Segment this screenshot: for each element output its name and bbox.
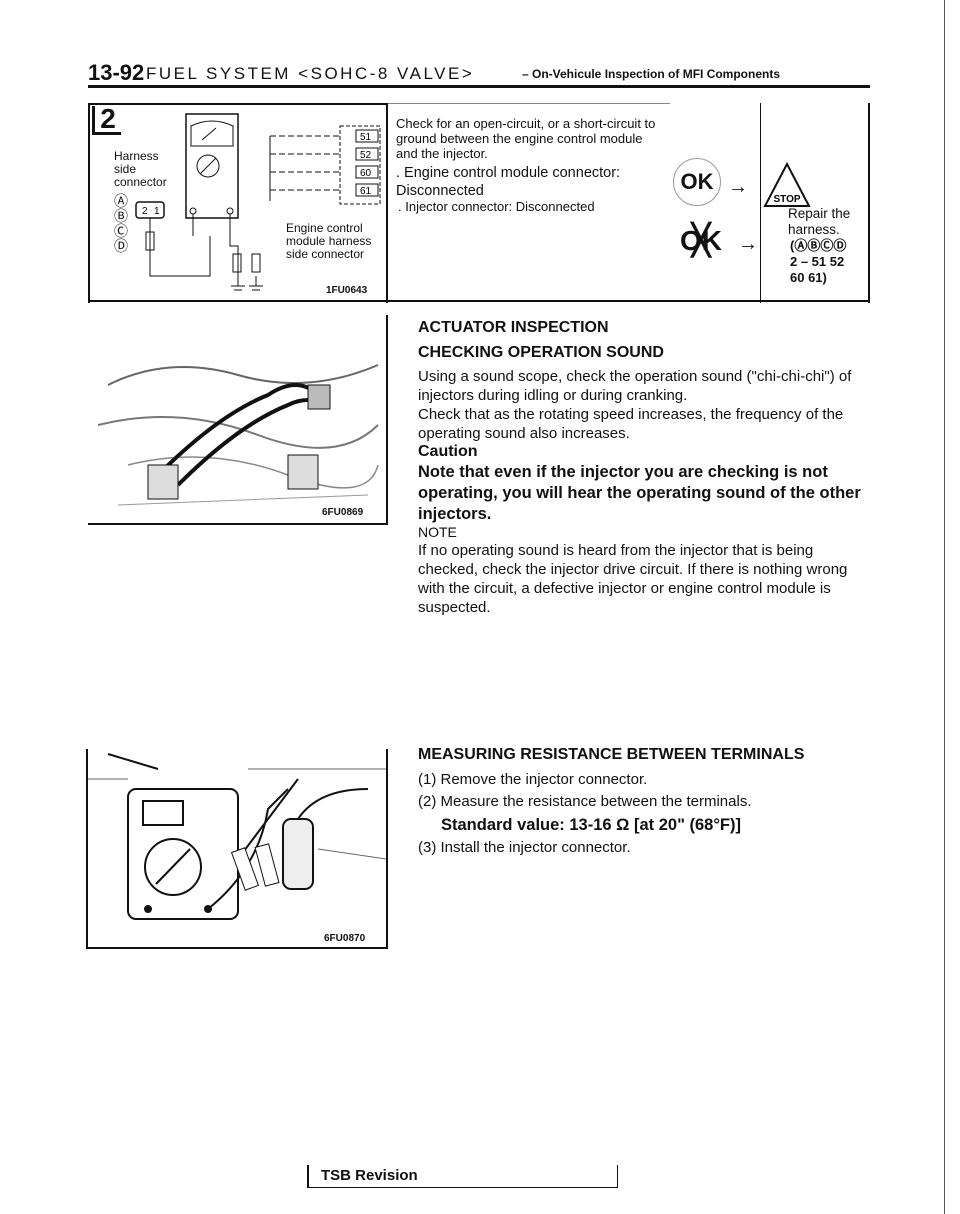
injector-photo: 6FU0869 <box>88 315 388 525</box>
actuator-para2: Check that as the rotating speed increas… <box>418 406 844 442</box>
step-number: 2 <box>92 105 121 135</box>
section-subtitle: – On-Vehicule Inspection of MFI Componen… <box>522 67 781 81</box>
terminal-61: 61 <box>360 186 372 197</box>
note-label: NOTE <box>418 524 457 540</box>
ok-arrow: → <box>728 176 748 198</box>
figure-id-2: 6FU0869 <box>322 507 364 518</box>
header-rule <box>88 85 870 88</box>
condition-injector: . Injector connector: Disconnected <box>398 199 595 214</box>
wiring-diagram: 2 1 51 52 60 61 <box>135 113 381 291</box>
ng-badge: OK ╳ <box>680 224 722 257</box>
ok-badge: OK <box>673 158 721 206</box>
tsb-revision-box: TSB Revision <box>307 1165 618 1188</box>
resistance-heading: MEASURING RESISTANCE BETWEEN TERMINALS <box>418 746 805 763</box>
repair-text: Repair the harness. <box>788 206 851 237</box>
resistance-step1: (1) Remove the injector connector. <box>418 771 648 788</box>
standard-value: Standard value: 13-16 Ω [at 20" (68°F)] <box>441 816 741 834</box>
repair-terminals: (ⒶⒷⒸⒹ 2 – 51 52 60 61) <box>790 238 847 285</box>
connector-letters: Ⓐ Ⓑ Ⓒ Ⓓ <box>114 193 128 254</box>
actuator-subheading: CHECKING OPERATION SOUND <box>418 344 664 361</box>
caution-label: Caution <box>418 443 478 460</box>
figure-id-1: 1FU0643 <box>326 285 368 296</box>
tsb-revision-label: TSB Revision <box>321 1167 418 1184</box>
ecm-label: Engine control module harness side conne… <box>286 221 372 261</box>
actuator-heading: ACTUATOR INSPECTION <box>418 319 609 336</box>
terminal-60: 60 <box>360 168 372 179</box>
harness-label: Harness side connector <box>114 149 167 189</box>
terminal-51: 51 <box>360 132 372 143</box>
multimeter-photo: 6FU0870 <box>86 749 388 949</box>
page-number: 13-92 <box>88 60 145 85</box>
section-title: FUEL SYSTEM <SOHC-8 VALVE> <box>146 64 475 83</box>
svg-text:1: 1 <box>154 206 160 217</box>
caution-text: Note that even if the injector you are c… <box>418 463 861 523</box>
step-instruction: Check for an open-circuit, or a short-ci… <box>396 116 656 161</box>
actuator-para1: Using a sound scope, check the operation… <box>418 368 852 404</box>
svg-text:2: 2 <box>142 206 148 217</box>
resistance-step3: (3) Install the injector connector. <box>418 839 631 856</box>
ng-arrow: → <box>738 233 758 255</box>
figure-id-3: 6FU0870 <box>324 933 366 944</box>
stop-sign: STOP <box>763 161 811 207</box>
resistance-step2: (2) Measure the resistance between the t… <box>418 793 752 810</box>
condition-ecm: . Engine control module connector: Disco… <box>396 165 621 199</box>
terminal-52: 52 <box>360 150 372 161</box>
note-text: If no operating sound is heard from the … <box>418 542 848 616</box>
right-margin-rule <box>944 0 945 1214</box>
svg-text:STOP: STOP <box>773 194 800 205</box>
